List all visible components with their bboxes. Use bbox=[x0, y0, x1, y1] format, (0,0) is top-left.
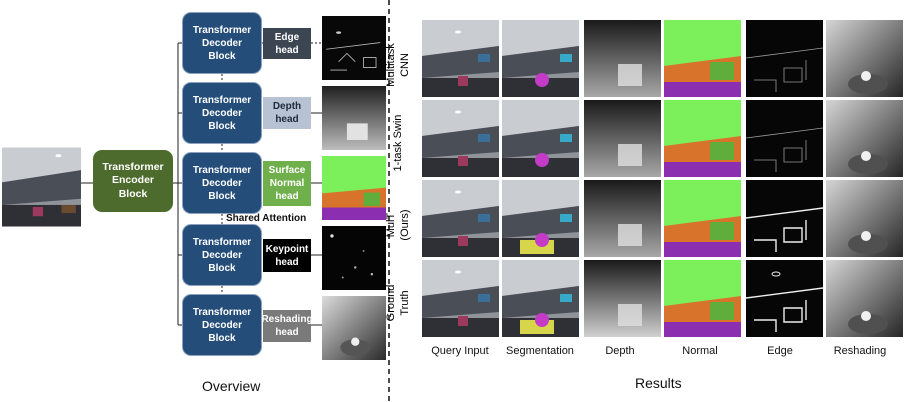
decoder-block-keypoint: Transformer Decoder Block bbox=[182, 224, 262, 286]
reshading-output-thumb bbox=[322, 295, 386, 361]
column-label-query-input: Query Input bbox=[431, 345, 489, 357]
column-label-normal: Normal bbox=[682, 345, 718, 357]
column-label-depth: Depth bbox=[605, 345, 635, 357]
shared-attention-label: Shared Attention bbox=[226, 213, 307, 224]
results-caption: Results bbox=[635, 375, 682, 391]
row-label-1-task-swin: 1-task Swin bbox=[392, 114, 405, 172]
decoder-block-edge: Transformer Decoder Block bbox=[182, 12, 262, 74]
overview-caption: Overview bbox=[202, 378, 261, 394]
reshading-head: Reshading head bbox=[261, 310, 313, 342]
row-label-multitask-cnn: Multitask CNN bbox=[385, 43, 411, 87]
surface-normal-head: Surface Normal head bbox=[263, 161, 311, 206]
decoder-block-normal: Transformer Decoder Block bbox=[182, 152, 262, 214]
depth-head: Depth head bbox=[263, 97, 311, 129]
keypoint-head: Keypoint head bbox=[263, 239, 311, 272]
transformer-encoder-block: Transformer Encoder Block bbox=[93, 150, 173, 212]
input-image bbox=[2, 147, 81, 227]
column-label-edge: Edge bbox=[767, 345, 793, 357]
row-label-mult-ours: MulT (Ours) bbox=[385, 209, 411, 241]
column-label-segmentation: Segmentation bbox=[506, 345, 574, 357]
keypoint-output-thumb bbox=[322, 225, 386, 291]
decoder-block-depth: Transformer Decoder Block bbox=[182, 82, 262, 144]
normal-output-thumb bbox=[322, 155, 386, 221]
decoder-block-reshading: Transformer Decoder Block bbox=[182, 294, 262, 356]
edge-output-thumb bbox=[322, 15, 386, 81]
depth-output-thumb bbox=[322, 85, 386, 151]
row-label-ground-truth: Ground Truth bbox=[385, 284, 411, 322]
edge-head: Edge head bbox=[263, 28, 311, 59]
column-label-reshading: Reshading bbox=[833, 345, 887, 357]
